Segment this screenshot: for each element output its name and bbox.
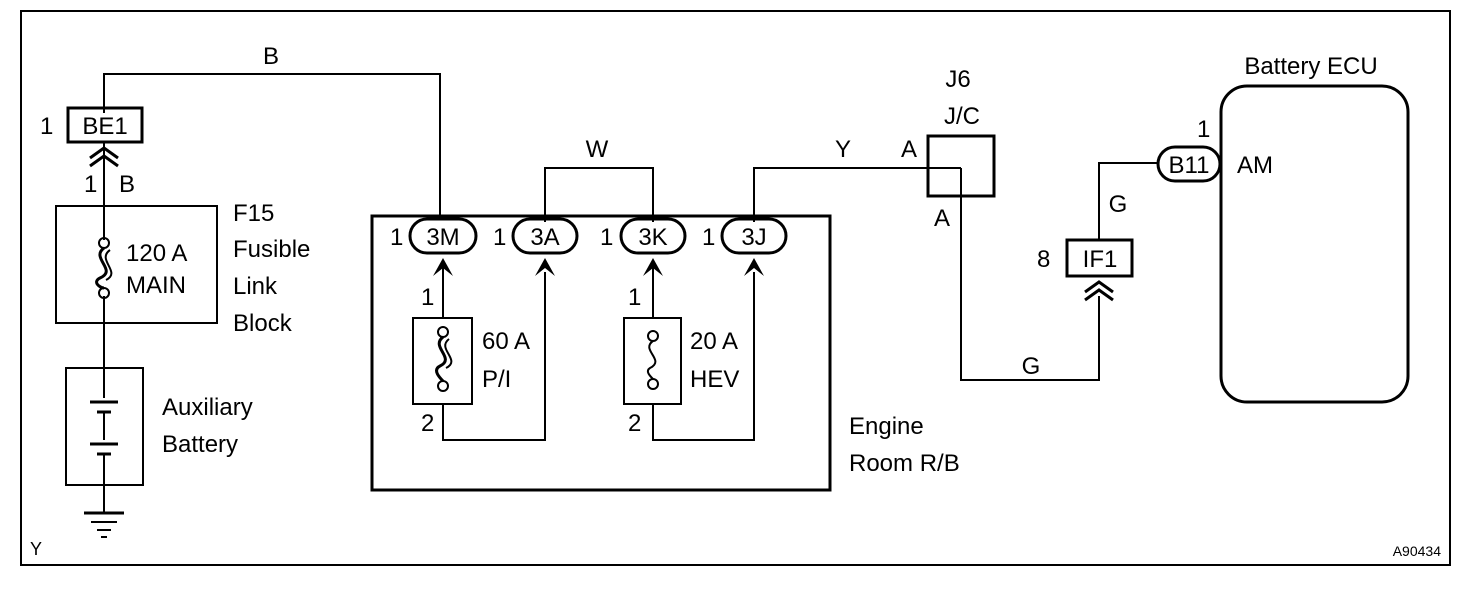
pin-number: 1 [493,224,506,251]
fuse-name: HEV [690,366,739,393]
connector-label: 3M [426,224,459,251]
connector-3m: 3M [408,217,478,255]
ecu-name: Battery ECU [1244,53,1377,80]
fuse-name: MAIN [126,272,186,299]
pin-number: 1 [702,224,715,251]
corner-mark: Y [30,539,42,559]
fusible-link-block [55,205,218,324]
fuse-hev-box [623,317,682,405]
pin-number: 2 [421,410,434,437]
connector-if1 [1065,238,1134,278]
wire-color-label: Y [835,136,851,163]
terminal-arrow-icon [643,258,663,276]
pin-letter: A [934,205,950,232]
pin-number: 1 [84,171,97,198]
fuse-terminal [437,380,449,392]
wire-pi-to-3a [442,272,546,441]
connector-3k: 3K [619,217,687,255]
connector-3a: 3A [511,217,579,255]
pin-number: 1 [600,224,613,251]
terminal-arrow-icon [744,258,764,276]
fuse-rating: 60 A [482,328,530,355]
fuse-pi-box [412,317,473,405]
diagram-frame [20,10,1451,566]
wire-color-label: W [586,136,609,163]
connector-label: B11 [1169,152,1210,179]
fuse-terminal [437,326,449,338]
pin-number: 8 [1037,246,1050,273]
junction-id: J6 [945,66,970,93]
component-id: F15 [233,200,274,227]
battery-ecu-box [1219,84,1410,404]
fuse-name: P/I [482,366,511,393]
engine-room-rb-box [370,214,832,492]
junction-type: J/C [944,103,980,130]
pin-number: 1 [390,224,403,251]
wire-color-label: G [1022,353,1041,380]
male-connector-symbol [89,146,119,168]
pin-letter: A [901,136,917,163]
wire-w-bridge [544,167,654,222]
fusible-link-icon [95,246,108,290]
fuse-terminal [647,378,659,390]
connector-label: 3A [530,224,559,251]
relay-block-name: Engine [849,413,924,440]
component-name: Link [233,273,278,300]
male-connector-symbol [1084,280,1114,302]
connector-label: BE1 [82,113,127,140]
wire-y-to-jc [753,167,928,222]
ground-icon [84,511,124,538]
wire-hev-to-3j [652,272,755,441]
terminal-arrow-icon [433,258,453,276]
connector-label: IF1 [1083,246,1118,273]
fusible-link-icon [435,335,447,383]
wire-b-top [103,73,441,220]
figure-id: A90434 [1393,543,1441,559]
wire-color-label: B [263,43,279,70]
fuse-rating: 120 A [126,240,187,267]
battery-label: Auxiliary [162,394,253,421]
connector-label: 3K [638,224,667,251]
fuse-icon [646,340,657,380]
pin-number: 1 [1197,116,1210,143]
wire-color-label: B [119,171,135,198]
wire-color-label: G [1109,191,1128,218]
ecu-terminal: AM [1237,152,1273,179]
pin-number: 1 [40,113,53,140]
fuse-terminal [647,330,659,342]
fusible-link-icon [104,249,113,281]
connector-label: 3J [741,224,766,251]
wire-g-bottom [960,168,1100,381]
relay-block-name: Room R/B [849,450,960,477]
connector-be1 [66,106,144,144]
pin-number: 1 [421,284,434,311]
component-name: Fusible [233,236,310,263]
pin-number: 2 [628,410,641,437]
fusible-link-icon [444,338,453,369]
battery-label: Battery [162,431,238,458]
component-name: Block [233,310,293,337]
terminal-arrow-icon [535,258,555,276]
connector-3j: 3J [720,217,788,255]
pin-number: 1 [628,284,641,311]
wire-g-to-ecu [1098,162,1158,240]
fuse-rating: 20 A [690,328,738,355]
